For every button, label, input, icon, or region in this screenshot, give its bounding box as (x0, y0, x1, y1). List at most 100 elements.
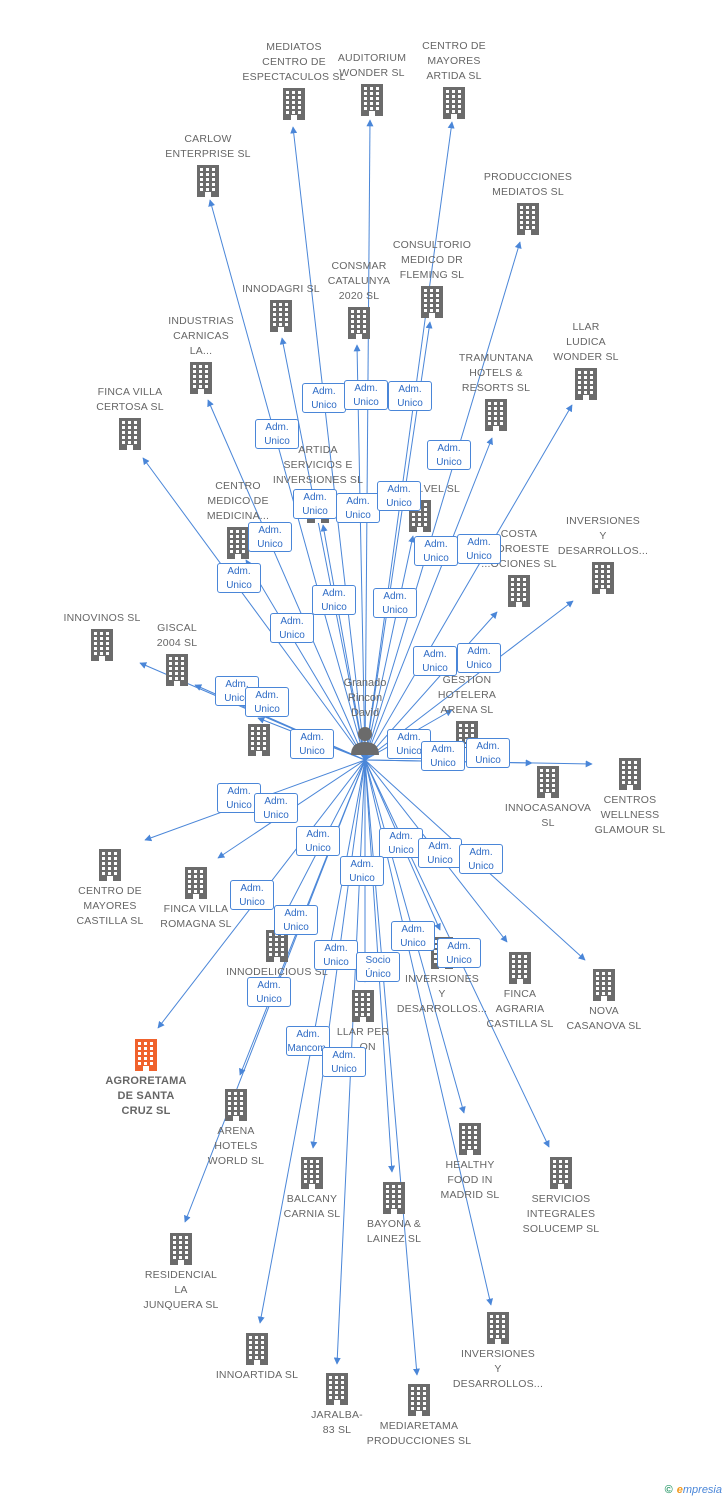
role-badge[interactable]: Adm.Unico (377, 481, 421, 511)
company-node-inversiones_bottom[interactable]: INVERSIONES Y DESARROLLOS... (438, 1312, 558, 1392)
role-badge[interactable]: Adm.Unico (457, 534, 501, 564)
company-node-inversiones_top[interactable]: INVERSIONES Y DESARROLLOS... (543, 514, 663, 594)
company-node-nova_casanova[interactable]: NOVA CASANOVA SL (544, 969, 664, 1034)
role-badge-text: Adm. (476, 741, 500, 752)
company-label: ARENA HOTELS WORLD SL (207, 1125, 265, 1167)
building-icon (301, 1157, 323, 1189)
company-node-tramuntana[interactable]: TRAMUNTANA HOTELS & RESORTS SL (436, 351, 556, 431)
role-badge[interactable]: Adm.Unico (391, 921, 435, 951)
company-node-centro_mayores_artida[interactable]: CENTRO DE MAYORES ARTIDA SL (394, 39, 514, 119)
edge-innodagri (279, 337, 366, 761)
company-node-finca_agraria[interactable]: FINCA AGRARIA CASTILLA SL (460, 952, 580, 1032)
company-node-centros_wellness[interactable]: CENTROS WELLNESS GLAMOUR SL (570, 758, 690, 838)
role-badge[interactable]: Adm.Unico (457, 643, 501, 673)
role-badge[interactable]: Adm.Unico (312, 585, 356, 615)
role-badge[interactable]: Adm.Unico (336, 493, 380, 523)
company-node-innocasanova[interactable]: INNOCASANOVA SL (488, 766, 608, 831)
role-badge[interactable]: Adm.Unico (373, 588, 417, 618)
company-node-centro_mayores_castilla[interactable]: CENTRO DE MAYORES CASTILLA SL (50, 849, 170, 929)
role-badge[interactable]: Adm.Unico (302, 383, 346, 413)
edge-auditorium (364, 119, 374, 761)
role-badge[interactable]: Adm.Unico (379, 828, 423, 858)
company-node-auditorium[interactable]: AUDITORIUM WONDER SL (312, 51, 432, 116)
role-badge-text: Adm. (312, 386, 336, 397)
role-badge[interactable]: Adm.Unico (230, 880, 274, 910)
role-badge-text: Adm. (389, 831, 413, 842)
company-node-innoartida[interactable]: INNOARTIDA SL (197, 1333, 317, 1383)
role-badge[interactable]: Adm.Unico (388, 381, 432, 411)
role-badge[interactable]: Adm.Unico (459, 844, 503, 874)
company-label: SERVICIOS INTEGRALES SOLUCEMP SL (522, 1193, 600, 1235)
building-icon (592, 562, 614, 594)
company-node-llar_ludica[interactable]: LLAR LUDICA WONDER SL (526, 320, 646, 400)
role-badge-text: Unico (224, 693, 250, 704)
role-badge[interactable]: Adm.Unico (274, 905, 318, 935)
role-badge-text: Socio (365, 955, 391, 966)
center-person-node[interactable]: Granado Rincon David (320, 676, 410, 755)
role-badge-text: Mancom. (287, 1043, 329, 1054)
role-badge[interactable]: Adm.Unico (293, 489, 337, 519)
company-node-industrias[interactable]: INDUSTRIAS CARNICAS LA... (141, 314, 261, 394)
company-label: INNOARTIDA SL (215, 1369, 299, 1381)
role-badge-text: Unico (430, 758, 456, 769)
company-node-innodagri[interactable]: INNODAGRI SL (221, 282, 341, 332)
role-badge[interactable]: Adm.Unico (248, 522, 292, 552)
company-label: CENTRO MEDICO DE MEDICINA... (206, 480, 270, 522)
company-label: PRODUCCIONES MEDIATOS SL (483, 171, 573, 198)
company-node-mediatos[interactable]: MEDIATOS CENTRO DE ESPECTACULOS SL (234, 40, 354, 120)
role-badge[interactable]: Adm.Unico (418, 838, 462, 868)
role-badge[interactable]: Adm.Unico (217, 783, 261, 813)
role-badge[interactable]: Adm.Unico (247, 977, 291, 1007)
company-label: FINCA VILLA CERTOSA SL (96, 386, 164, 413)
company-label: ARTIDA SERVICIOS E INVERSIONES SL (272, 444, 364, 486)
role-badge-text: Unico (283, 922, 309, 933)
company-node-bayona[interactable]: BAYONA & LAINEZ SL (334, 1182, 454, 1247)
role-badge[interactable]: Adm.Unico (290, 729, 334, 759)
company-node-arena_hotels[interactable]: ARENA HOTELS WORLD SL (176, 1089, 296, 1169)
role-badge[interactable]: Adm.Unico (344, 380, 388, 410)
role-badge-text: Adm. (255, 690, 279, 701)
company-label: GESTION HOTELERA ARENA SL (437, 674, 497, 716)
role-badge[interactable]: Adm.Unico (270, 613, 314, 643)
company-node-carlow[interactable]: CARLOW ENTERPRISE SL (148, 132, 268, 197)
role-badge-text: Adm. (265, 422, 289, 433)
role-badge[interactable]: Adm.Unico (255, 419, 299, 449)
company-node-producciones_mediatos[interactable]: PRODUCCIONES MEDIATOS SL (468, 170, 588, 235)
company-label: INDUSTRIAS CARNICAS LA... (168, 315, 234, 357)
building-icon (326, 1373, 348, 1405)
role-badge[interactable]: Adm.Unico (314, 940, 358, 970)
company-node-innovinos[interactable]: INNOVINOS SL (42, 611, 162, 661)
role-badge[interactable]: Adm.Unico (217, 563, 261, 593)
company-node-giscal[interactable]: GISCAL 2004 SL (117, 621, 237, 686)
company-node-centro_medico[interactable]: CENTRO MEDICO DE MEDICINA... (178, 479, 298, 559)
company-node-finca_romagna[interactable]: FINCA VILLA ROMAGNA SL (136, 867, 256, 932)
role-badge[interactable]: Adm.Unico (437, 938, 481, 968)
company-node-consmar[interactable]: CONSMAR CATALUNYA 2020 SL (299, 259, 419, 339)
role-badge[interactable]: Adm.Unico (245, 687, 289, 717)
company-node-servicios_integrales[interactable]: SERVICIOS INTEGRALES SOLUCEMP SL (501, 1157, 621, 1237)
company-node-finca_certosa[interactable]: FINCA VILLA CERTOSA SL (70, 385, 190, 450)
company-node-residencial[interactable]: RESIDENCIAL LA JUNQUERA SL (121, 1233, 241, 1313)
role-badge[interactable]: Adm.Unico (421, 741, 465, 771)
role-badge[interactable]: Adm.Unico (466, 738, 510, 768)
company-node-healthy[interactable]: HEALTHY FOOD IN MADRID SL (410, 1123, 530, 1203)
company-node-balcany[interactable]: BALCANY CARNIA SL (252, 1157, 372, 1222)
brand-name: mpresia (682, 1484, 722, 1496)
role-badge[interactable]: Adm.Unico (296, 826, 340, 856)
role-badge[interactable]: Adm.Unico (414, 536, 458, 566)
role-badge[interactable]: Adm.Unico (427, 440, 471, 470)
building-icon (550, 1157, 572, 1189)
company-node-mediaretama[interactable]: MEDIARETAMA PRODUCCIONES SL (359, 1384, 479, 1449)
role-badge[interactable]: Adm.Unico (340, 856, 384, 886)
role-badge[interactable]: Adm.Unico (254, 793, 298, 823)
company-node-jaralba[interactable]: JARALBA- 83 SL (277, 1373, 397, 1438)
role-badge-text: Unico (427, 855, 453, 866)
company-node-agroretama[interactable]: AGRORETAMA DE SANTA CRUZ SL (86, 1039, 206, 1119)
role-badge[interactable]: Adm.Unico (322, 1047, 366, 1077)
role-badge[interactable]: Adm.Unico (413, 646, 457, 676)
company-node-consultorio[interactable]: CONSULTORIO MEDICO DR FLEMING SL (372, 238, 492, 318)
role-badge-text: Adm. (240, 883, 264, 894)
building-icon (352, 990, 374, 1022)
company-node-innodelicious[interactable]: INNODELICIOUS SL (217, 930, 337, 980)
